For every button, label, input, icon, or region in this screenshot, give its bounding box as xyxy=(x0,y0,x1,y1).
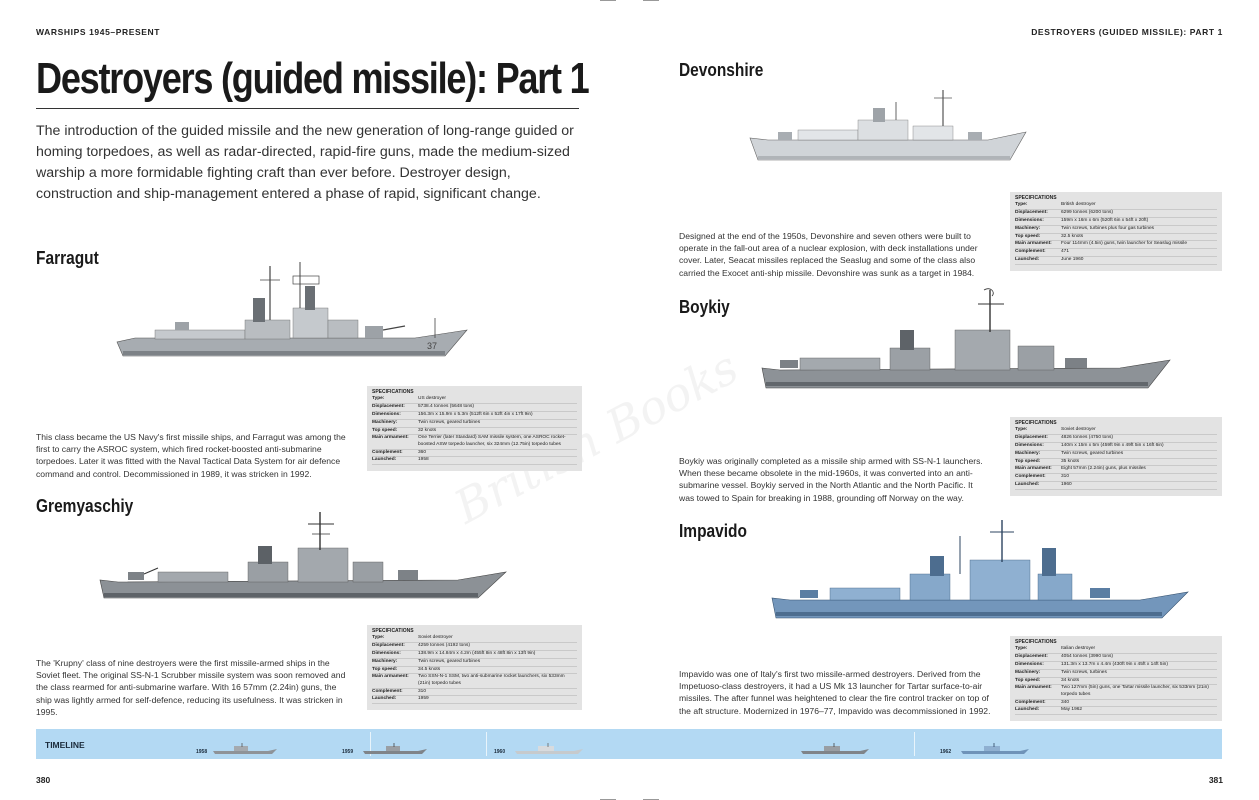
description-boykiy: Boykiy was originally completed as a mis… xyxy=(679,456,983,503)
timeline-label: TIMELINE xyxy=(45,740,85,750)
timeline-ship-icon xyxy=(363,743,427,754)
specs-heading: SPECIFICATIONS xyxy=(372,389,414,395)
ship-name-farragut: Farragut xyxy=(36,248,99,268)
timeline-ship-icon xyxy=(213,743,277,754)
ship-name-devonshire: Devonshire xyxy=(679,60,764,80)
timeline-year: 1958 xyxy=(196,749,208,755)
ship-name-gremyaschiy: Gremyaschiy xyxy=(36,496,134,516)
description-farragut: This class became the US Navy's first mi… xyxy=(36,432,346,479)
page-number-right: 381 xyxy=(1208,775,1223,785)
page-number-left: 380 xyxy=(36,775,51,785)
ship-illustration-impavido xyxy=(771,520,1189,619)
intro-paragraph: The introduction of the guided missile a… xyxy=(36,123,574,202)
running-head-left: WARSHIPS 1945–PRESENT xyxy=(36,27,161,37)
hull-number: 37 xyxy=(427,341,437,351)
ship-illustration-gremyaschiy xyxy=(99,512,507,599)
page-title: Destroyers (guided missile): Part 1 xyxy=(36,54,590,103)
timeline-ship-icon xyxy=(801,743,869,754)
timeline-divider xyxy=(914,732,915,756)
ship-illustration-boykiy xyxy=(761,288,1171,389)
crop-mark xyxy=(643,0,659,1)
description-gremyaschiy: The 'Krupny' class of nine destroyers we… xyxy=(36,658,346,717)
timeline-divider xyxy=(486,732,487,756)
timeline-ship-icon xyxy=(961,743,1029,754)
ship-illustration-devonshire xyxy=(749,90,1027,161)
specs-table-farragut: SPECIFICATIONS Type:US destroyer Displac… xyxy=(367,386,582,472)
specs-table-gremyaschiy: SPECIFICATIONS Type:Soviet destroyer Dis… xyxy=(367,625,582,711)
timeline-year: 1962 xyxy=(940,749,952,755)
crop-mark xyxy=(600,0,616,1)
timeline-divider xyxy=(370,732,371,756)
timeline-ship-icon xyxy=(515,743,583,754)
timeline-year: 1960 xyxy=(494,749,506,755)
specs-table-boykiy: SPECIFICATIONS Type:Soviet destroyer Dis… xyxy=(1010,417,1222,496)
timeline-bar: TIMELINE 1958 1959 1960 1962 xyxy=(36,729,1222,759)
running-head-right: DESTROYERS (GUIDED MISSILE): PART 1 xyxy=(1031,27,1223,37)
timeline-year: 1959 xyxy=(342,749,354,755)
ship-name-boykiy: Boykiy xyxy=(679,297,730,317)
ship-illustration-farragut: 37 xyxy=(116,262,468,357)
description-devonshire: Designed at the end of the 1950s, Devons… xyxy=(679,231,978,278)
specs-table-devonshire: SPECIFICATIONS Type:British destroyer Di… xyxy=(1010,192,1222,271)
ship-name-impavido: Impavido xyxy=(679,521,747,541)
specs-table-impavido: SPECIFICATIONS Type:Italian destroyer Di… xyxy=(1010,636,1222,722)
title-divider xyxy=(36,108,579,109)
description-impavido: Impavido was one of Italy's first two mi… xyxy=(679,669,991,716)
